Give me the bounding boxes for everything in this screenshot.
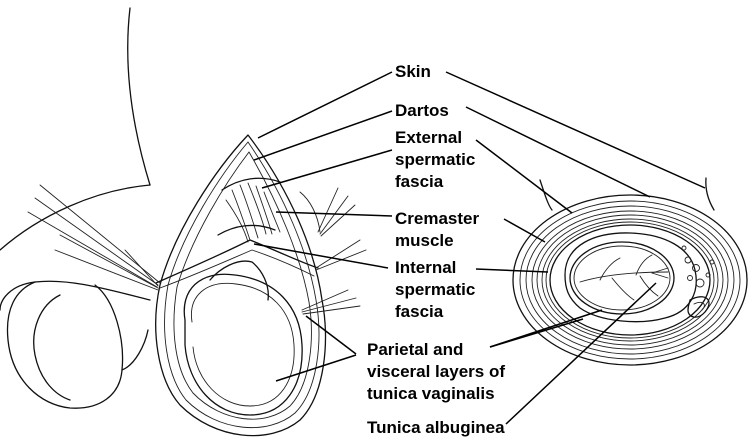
penis-drawing (0, 281, 150, 408)
label-tunica-albuginea: Tunica albuginea (367, 418, 505, 438)
label-external-line3: fascia (395, 172, 443, 192)
label-cremaster-line1: Cremaster (395, 209, 479, 229)
label-tunica-vaginalis-line2: visceral layers of (367, 362, 505, 382)
label-tunica-vaginalis-line3: tunica vaginalis (367, 384, 495, 404)
label-tunica-vaginalis-line1: Parietal and (367, 340, 463, 360)
label-internal-line1: Internal (395, 258, 456, 278)
label-cremaster-line2: muscle (395, 231, 454, 251)
label-external-line1: External (395, 128, 462, 148)
label-skin: Skin (395, 62, 431, 82)
label-external-line2: spermatic (395, 150, 475, 170)
scrotum-cross-section (513, 178, 747, 365)
label-internal-line3: fascia (395, 302, 443, 322)
label-dartos: Dartos (395, 101, 449, 121)
dissected-scrotum (28, 135, 366, 436)
label-internal-line2: spermatic (395, 280, 475, 300)
